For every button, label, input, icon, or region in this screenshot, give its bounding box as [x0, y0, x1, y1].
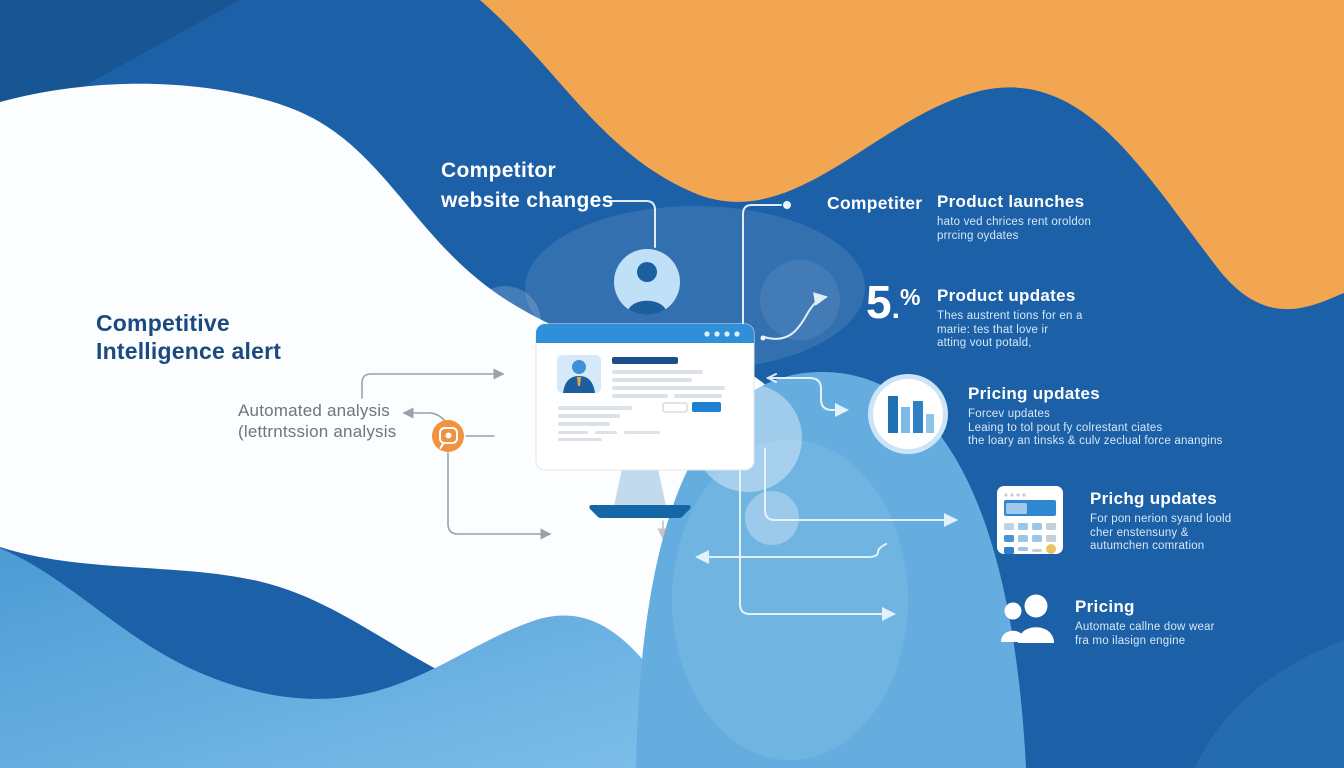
item-title: Prichg updates	[1090, 489, 1218, 508]
dome-highlight	[672, 440, 908, 760]
monitor-stand-neck	[614, 469, 666, 506]
chat-analysis-icon	[432, 420, 464, 452]
hero-line-1: Competitor	[441, 159, 556, 182]
bar-chart-icon	[868, 374, 948, 454]
connector-analysis-to-monitor	[361, 368, 505, 399]
connector-changes-to-avatar	[607, 200, 656, 248]
connector-circle-down	[447, 452, 552, 540]
card-text-lines	[558, 370, 725, 441]
item-title: Product updates	[937, 286, 1076, 305]
titlebar-dots-icon	[704, 331, 740, 337]
title-line-1: Competitive	[96, 310, 230, 336]
item-title: Pricing updates	[968, 384, 1101, 403]
people-icon	[1001, 594, 1054, 643]
connector-endpoint-dot	[783, 201, 791, 209]
bottom-wave	[0, 548, 728, 768]
competiter-label: Competiter	[827, 193, 923, 213]
connector-lines-white	[607, 200, 958, 621]
stat-value: 5	[866, 276, 892, 328]
connector-monitor-chart-arrowback	[765, 373, 777, 383]
stat-five-percent: 5.%	[866, 279, 921, 326]
automated-line-1: Automated analysis	[238, 401, 390, 420]
orange-blob	[480, 0, 1344, 310]
corner-accent	[1195, 640, 1344, 768]
item-subline: Forcev updates	[968, 408, 1051, 420]
item-subline: hato ved chrices rent oroldon	[937, 216, 1092, 228]
connector-monitor-chart	[767, 377, 849, 417]
item-subline: prrcing oydates	[937, 229, 1019, 242]
automated-analysis-label: Automated analysis (lettrntssion analysi…	[238, 400, 396, 442]
item-subline: cher enstensuny &	[1090, 526, 1189, 539]
connector-circle-to-analysis	[402, 407, 446, 422]
item-subline: For pon nerion syand loold	[1090, 513, 1232, 525]
connector-to-stat	[763, 292, 828, 340]
card-outline-button	[662, 402, 688, 413]
connector-to-competiter	[742, 204, 782, 333]
user-avatar-icon	[614, 249, 680, 315]
item-title: Product launches	[937, 192, 1085, 211]
item-subline: Leaing to tol pout fy colrestant ciates	[968, 421, 1163, 434]
item-product-updates: Product updates Thes austrent tions for …	[937, 286, 1083, 351]
stat-unit: %	[899, 284, 921, 310]
profile-tie	[577, 377, 581, 386]
item-title: Pricing	[1075, 597, 1135, 616]
hero-line-2: website changes	[441, 189, 614, 212]
card-primary-button	[692, 402, 721, 412]
connector-to-table-icon	[764, 448, 958, 527]
monitor-titlebar	[536, 324, 754, 343]
item-pricing-updates-table: Prichg updates For pon nerion syand lool…	[1090, 489, 1231, 554]
item-subline: fra mo ilasign engine	[1075, 634, 1186, 647]
connector-back-to-monitor	[695, 543, 887, 564]
item-subline: Thes austrent tions for en a	[937, 310, 1083, 322]
center-dome	[636, 372, 1026, 768]
profile-head	[572, 360, 586, 374]
monitor-stand-base	[589, 505, 691, 518]
profile-card	[557, 355, 725, 441]
white-blob	[0, 83, 799, 768]
item-subline: autumchen comration	[1090, 540, 1205, 552]
stat-dot: .	[891, 292, 900, 325]
item-subline: Automate callne dow wear	[1075, 621, 1215, 633]
page-title: Competitive Intelligence alert	[96, 309, 281, 365]
item-pricing: Pricing Automate callne dow wear fra mo …	[1075, 597, 1215, 648]
connector-start-dot	[760, 335, 766, 341]
item-subline: marie: tes that love ir	[937, 323, 1049, 336]
card-heading-bar	[612, 357, 678, 364]
connector-lines-gray	[361, 368, 669, 540]
item-subline: atting vout potald,	[937, 337, 1032, 349]
pricing-table-icon	[997, 486, 1063, 554]
competitor-website-changes-label: Competitor website changes	[441, 156, 614, 216]
connector-to-people-icon	[739, 451, 896, 621]
item-pricing-updates-chart: Pricing updates Forcev updates Leaing to…	[968, 384, 1223, 449]
monitor-illustration	[535, 323, 755, 518]
title-line-2: Intelligence alert	[96, 338, 282, 364]
automated-line-2: (lettrntssion analysis	[238, 422, 397, 441]
item-product-launches: Product launches hato ved chrices rent o…	[937, 192, 1091, 243]
item-subline: the loary an tinsks & culv zeclual force…	[968, 435, 1223, 447]
